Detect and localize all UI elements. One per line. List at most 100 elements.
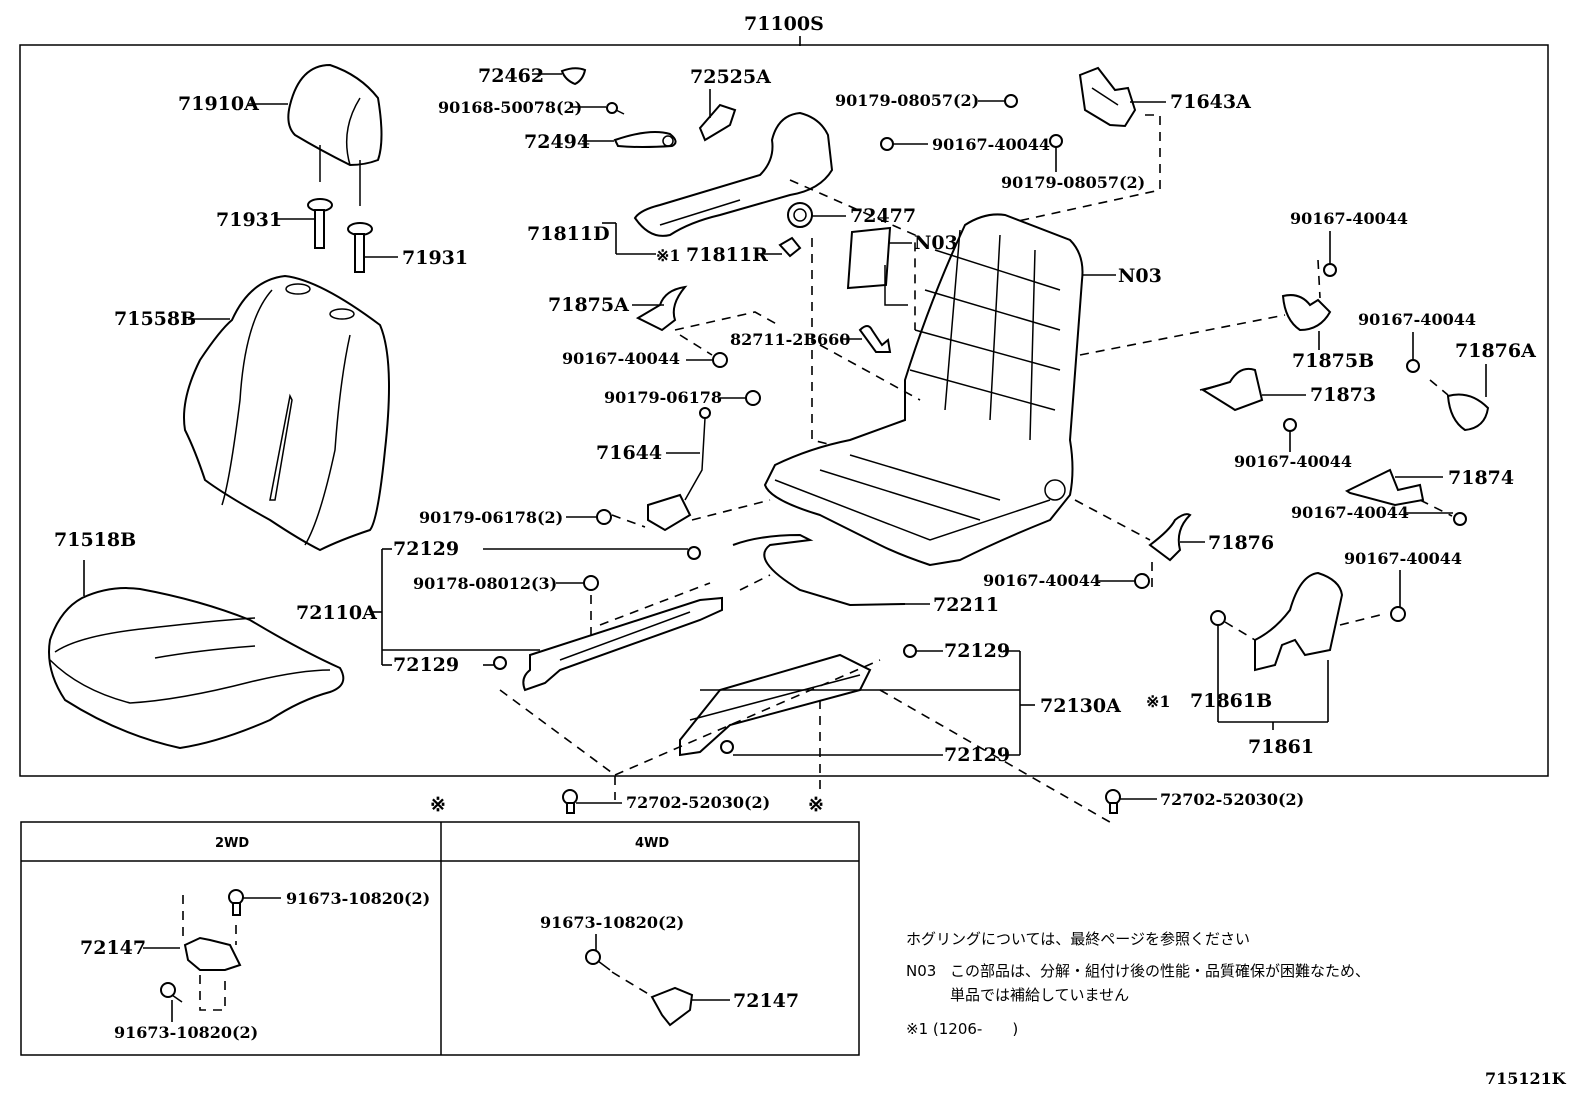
bolt-91673-2wd-bottom-part[interactable] xyxy=(160,982,183,1003)
rail-72110A-part[interactable] xyxy=(522,596,723,692)
screw-90167-right-1[interactable] xyxy=(1323,263,1337,277)
label-72130A[interactable]: 72130A xyxy=(1040,695,1121,717)
seatback-cover-part[interactable] xyxy=(183,274,390,552)
label-72462[interactable]: 72462 xyxy=(478,65,544,87)
cover-71874-part[interactable] xyxy=(1344,468,1425,507)
n03-pad-part[interactable] xyxy=(846,226,908,306)
screw-90168-part[interactable] xyxy=(606,102,625,115)
cap-72462-part[interactable] xyxy=(560,67,587,86)
label-72129-d[interactable]: 72129 xyxy=(944,744,1010,766)
nut-90178-08012-part[interactable] xyxy=(583,575,599,591)
label-90179-08057-a[interactable]: 90179-08057(2) xyxy=(835,91,979,110)
label-72129-a[interactable]: 72129 xyxy=(393,538,459,560)
shield-71861-part[interactable] xyxy=(1254,571,1344,672)
shield-71811D-part[interactable] xyxy=(633,111,834,237)
label-72211[interactable]: 72211 xyxy=(933,594,999,616)
rod-72211-part[interactable] xyxy=(732,533,906,607)
wire-71644-part[interactable] xyxy=(647,407,711,532)
label-71873[interactable]: 71873 xyxy=(1310,384,1376,406)
label-90168-50078[interactable]: 90168-50078(2) xyxy=(438,98,582,117)
label-72702-52030-right[interactable]: 72702-52030(2) xyxy=(1160,790,1304,809)
headrest-support-2[interactable] xyxy=(347,222,373,273)
cushion-cover-part[interactable] xyxy=(48,587,345,750)
cover-71876-part[interactable] xyxy=(1148,513,1192,562)
bolt-72702-right-part[interactable] xyxy=(1105,789,1121,814)
bracket-71873-part[interactable] xyxy=(1199,367,1264,412)
headrest-support-1[interactable] xyxy=(307,198,333,249)
screw-90167-right-6[interactable] xyxy=(1390,606,1406,622)
clip-72129-b-part[interactable] xyxy=(493,656,507,670)
label-71875B[interactable]: 71875B xyxy=(1292,350,1374,372)
screw-90167-top[interactable] xyxy=(880,137,894,151)
label-N03-frame[interactable]: N03 xyxy=(1118,265,1162,287)
label-71861[interactable]: 71861 xyxy=(1248,736,1314,758)
label-90179-08057-b[interactable]: 90179-08057(2) xyxy=(1001,173,1145,192)
rail-72130A-part[interactable] xyxy=(679,653,872,757)
screw-90167-right-4[interactable] xyxy=(1453,512,1467,526)
label-90167-40044-r4[interactable]: 90167-40044 xyxy=(1291,503,1409,522)
bolt-91673-4wd-part[interactable] xyxy=(585,949,611,971)
label-71518B[interactable]: 71518B xyxy=(54,529,136,551)
label-90179-06178-2[interactable]: 90179-06178(2) xyxy=(419,508,563,527)
label-72525A[interactable]: 72525A xyxy=(690,66,771,88)
cover-71876A-part[interactable] xyxy=(1446,393,1490,432)
label-91673-2wd-top[interactable]: 91673-10820(2) xyxy=(286,889,430,908)
cover-71875B-part[interactable] xyxy=(1281,294,1332,332)
label-71876[interactable]: 71876 xyxy=(1208,532,1274,554)
shield-71811R-part[interactable] xyxy=(778,236,802,258)
label-71811D[interactable]: 71811D xyxy=(527,223,610,245)
bracket-72147-2wd-part[interactable] xyxy=(183,936,242,971)
bracket-72147-4wd-part[interactable] xyxy=(650,986,694,1027)
clip-72129-c-part[interactable] xyxy=(903,644,917,658)
label-71875A[interactable]: 71875A xyxy=(548,294,629,316)
label-90167-40044-r6[interactable]: 90167-40044 xyxy=(1344,549,1462,568)
cover-71875A-part[interactable] xyxy=(635,285,688,332)
cover-72477-part[interactable] xyxy=(787,202,813,228)
label-90178-08012[interactable]: 90178-08012(3) xyxy=(413,574,557,593)
screw-90167-right-5[interactable] xyxy=(1134,573,1150,589)
label-72129-c[interactable]: 72129 xyxy=(944,640,1010,662)
label-N03-pad[interactable]: N03 xyxy=(914,232,958,254)
adjuster-71643A-part[interactable] xyxy=(1078,66,1137,128)
label-90167-40044-r3[interactable]: 90167-40044 xyxy=(1234,452,1352,471)
handle-72494-part[interactable] xyxy=(613,131,677,148)
label-71644[interactable]: 71644 xyxy=(596,442,662,464)
headrest-part[interactable] xyxy=(287,63,383,206)
label-72129-b[interactable]: 72129 xyxy=(393,654,459,676)
label-71874[interactable]: 71874 xyxy=(1448,467,1514,489)
screw-90167-right-3[interactable] xyxy=(1283,418,1297,432)
label-71643A[interactable]: 71643A xyxy=(1170,91,1251,113)
label-71558B[interactable]: 71558B xyxy=(114,308,196,330)
label-72110A[interactable]: 72110A xyxy=(296,602,377,624)
label-90167-40044-r5[interactable]: 90167-40044 xyxy=(983,571,1101,590)
label-72702-52030-left[interactable]: 72702-52030(2) xyxy=(626,793,770,812)
label-71931-b[interactable]: 71931 xyxy=(402,247,468,269)
clip-72525A-part[interactable] xyxy=(698,103,737,142)
screw-90167-left-1[interactable] xyxy=(712,352,728,368)
label-90167-40044-r2[interactable]: 90167-40044 xyxy=(1358,310,1476,329)
label-91673-4wd[interactable]: 91673-10820(2) xyxy=(540,913,684,932)
screw-90167-right-2[interactable] xyxy=(1406,359,1420,373)
label-82711-2B660[interactable]: 82711-2B660 xyxy=(730,330,850,349)
nut-90179-06178-2[interactable] xyxy=(596,509,612,525)
label-90167-40044-top[interactable]: 90167-40044 xyxy=(932,135,1050,154)
label-72147-2wd[interactable]: 72147 xyxy=(80,937,146,959)
nut-90179-06178-part[interactable] xyxy=(745,390,761,406)
label-90167-40044-left[interactable]: 90167-40044 xyxy=(562,349,680,368)
label-72494[interactable]: 72494 xyxy=(524,131,590,153)
label-71931-a[interactable]: 71931 xyxy=(216,209,282,231)
label-71811R[interactable]: 71811R xyxy=(686,244,768,266)
label-90179-06178[interactable]: 90179-06178 xyxy=(604,388,722,407)
label-90167-40044-r1[interactable]: 90167-40044 xyxy=(1290,209,1408,228)
label-72477[interactable]: 72477 xyxy=(850,205,916,227)
clip-72129-a-part[interactable] xyxy=(687,546,701,560)
nut-90179-08057-bottom[interactable] xyxy=(1049,134,1063,148)
label-72147-4wd[interactable]: 72147 xyxy=(733,990,799,1012)
label-91673-2wd-bottom[interactable]: 91673-10820(2) xyxy=(114,1023,258,1042)
seat-frame-n03-part[interactable] xyxy=(763,213,1084,567)
clip-72129-d-part[interactable] xyxy=(720,740,734,754)
clip-71861B-part[interactable] xyxy=(1210,610,1226,626)
nut-90179-08057-top[interactable] xyxy=(1004,94,1018,108)
label-71910A[interactable]: 71910A xyxy=(178,93,259,115)
bolt-91673-2wd-top-part[interactable] xyxy=(228,889,244,916)
